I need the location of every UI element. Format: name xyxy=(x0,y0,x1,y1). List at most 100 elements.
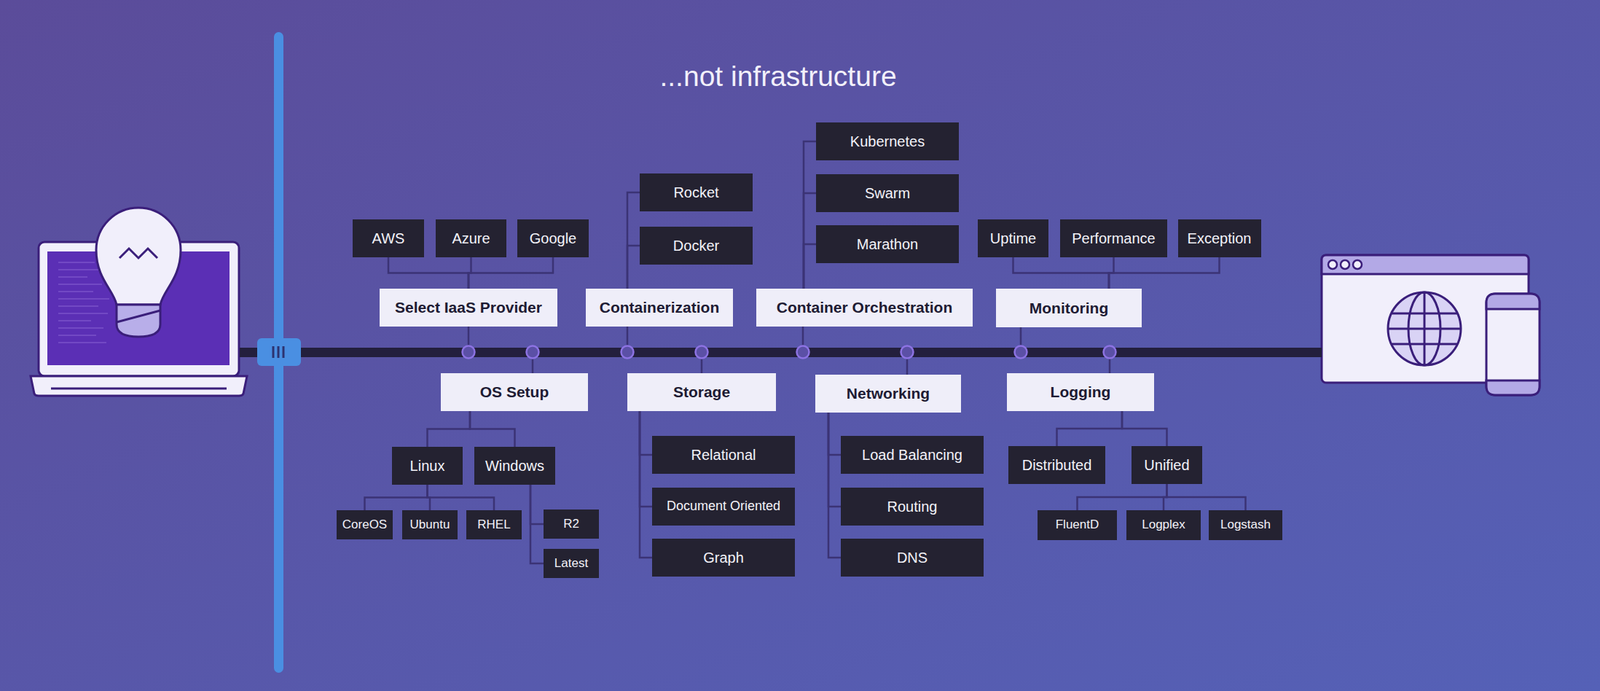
box-label: Logging xyxy=(1050,382,1112,401)
tree-connector xyxy=(468,257,554,289)
option-box: R2 xyxy=(543,509,599,539)
timeline-dots xyxy=(462,346,1117,359)
laptop-screen xyxy=(47,251,230,366)
stem-line xyxy=(802,326,805,347)
stem-line xyxy=(531,357,535,374)
stem-line xyxy=(700,357,704,374)
box-label: Performance xyxy=(1071,229,1156,247)
tree-connector xyxy=(1108,257,1115,289)
tree-connector xyxy=(1167,483,1246,511)
option-box: Document Oriented xyxy=(652,487,795,526)
window-dot xyxy=(1340,260,1350,269)
tree-connector xyxy=(803,244,817,289)
option-box: Docker xyxy=(639,226,753,265)
option-box: Swarm xyxy=(816,174,959,213)
tree-connector xyxy=(627,192,640,289)
box-label: Marathon xyxy=(856,235,919,253)
option-box: Relational xyxy=(652,435,795,474)
tree-connector xyxy=(530,484,544,564)
browser-window xyxy=(1321,255,1529,383)
scribble xyxy=(58,327,104,329)
option-box: FluentD xyxy=(1037,510,1117,540)
box-label: Latest xyxy=(554,555,588,571)
option-box: Graph xyxy=(652,538,795,577)
category-box: Containerization xyxy=(585,288,733,327)
box-label: AWS xyxy=(372,229,406,247)
timeline-dot xyxy=(1103,346,1117,359)
grip-line xyxy=(282,346,285,358)
scribble xyxy=(58,268,106,271)
option-box: Unified xyxy=(1131,445,1203,484)
option-box: DNS xyxy=(840,538,984,577)
category-box: Select IaaS Provider xyxy=(379,288,558,327)
box-label: Ubuntu xyxy=(410,517,451,532)
box-label: Logplex xyxy=(1141,517,1186,532)
box-label: Swarm xyxy=(864,184,911,202)
category-box: Storage xyxy=(627,373,776,411)
category-box: Networking xyxy=(815,374,962,413)
option-box: Exception xyxy=(1178,219,1262,258)
globe-meridian xyxy=(1423,292,1426,366)
screen-scribbles xyxy=(58,262,110,343)
scribble xyxy=(58,334,97,336)
box-label: Google xyxy=(529,229,578,247)
option-box: Google xyxy=(517,219,589,258)
stems xyxy=(468,326,1110,375)
bulb-filament xyxy=(119,248,158,258)
option-box: Latest xyxy=(543,548,599,578)
laptop-lid xyxy=(38,241,239,376)
box-label: Linux xyxy=(410,456,446,475)
option-box: Distributed xyxy=(1008,445,1106,484)
tree-connector xyxy=(1122,410,1168,446)
box-label: Logstash xyxy=(1220,517,1271,532)
globe-meridian xyxy=(1408,292,1441,366)
box-label: Routing xyxy=(887,497,938,516)
browser-bar xyxy=(1321,255,1529,274)
box-label: Docker xyxy=(673,236,720,255)
scribble xyxy=(58,290,94,293)
tree-connector xyxy=(388,257,469,289)
option-box: Load Balancing xyxy=(840,435,984,474)
category-box: OS Setup xyxy=(440,373,588,411)
scribble xyxy=(58,283,103,285)
box-label: Rocket xyxy=(673,183,719,202)
option-box: AWS xyxy=(352,219,425,258)
slider-handle xyxy=(257,338,301,366)
grip-line xyxy=(272,346,275,358)
box-label: Uptime xyxy=(990,229,1037,247)
timeline-dot xyxy=(1014,346,1028,359)
timeline-dot xyxy=(462,346,476,359)
box-label: Windows xyxy=(485,456,545,475)
tree-connector xyxy=(803,141,817,289)
box-label: Distributed xyxy=(1022,456,1093,474)
scribble xyxy=(58,305,99,307)
tree-connector xyxy=(469,410,516,447)
laptop-edge xyxy=(51,387,227,390)
window-dot xyxy=(1353,260,1362,269)
tree-connector xyxy=(1108,257,1220,289)
scribble xyxy=(58,276,88,278)
timeline-bar xyxy=(239,347,1322,358)
globe xyxy=(1387,292,1461,366)
box-label: Relational xyxy=(691,445,757,464)
slider-track xyxy=(273,32,284,673)
option-box: RHEL xyxy=(466,510,522,540)
phone-icon xyxy=(1486,293,1540,395)
stem-line xyxy=(626,326,629,347)
timeline-dot xyxy=(526,346,540,359)
box-label: Azure xyxy=(451,229,490,247)
option-box: CoreOS xyxy=(336,510,393,540)
bulb-thread xyxy=(116,310,161,323)
tree-connector xyxy=(1057,410,1123,446)
timeline-dot xyxy=(621,346,634,359)
tree-connector xyxy=(468,257,472,289)
box-label: OS Setup xyxy=(480,382,550,401)
scribble xyxy=(58,341,107,344)
tree-connector xyxy=(627,245,640,289)
box-label: Monitoring xyxy=(1029,298,1109,317)
box-label: Exception xyxy=(1187,229,1252,247)
globe-parallel xyxy=(1391,312,1458,315)
